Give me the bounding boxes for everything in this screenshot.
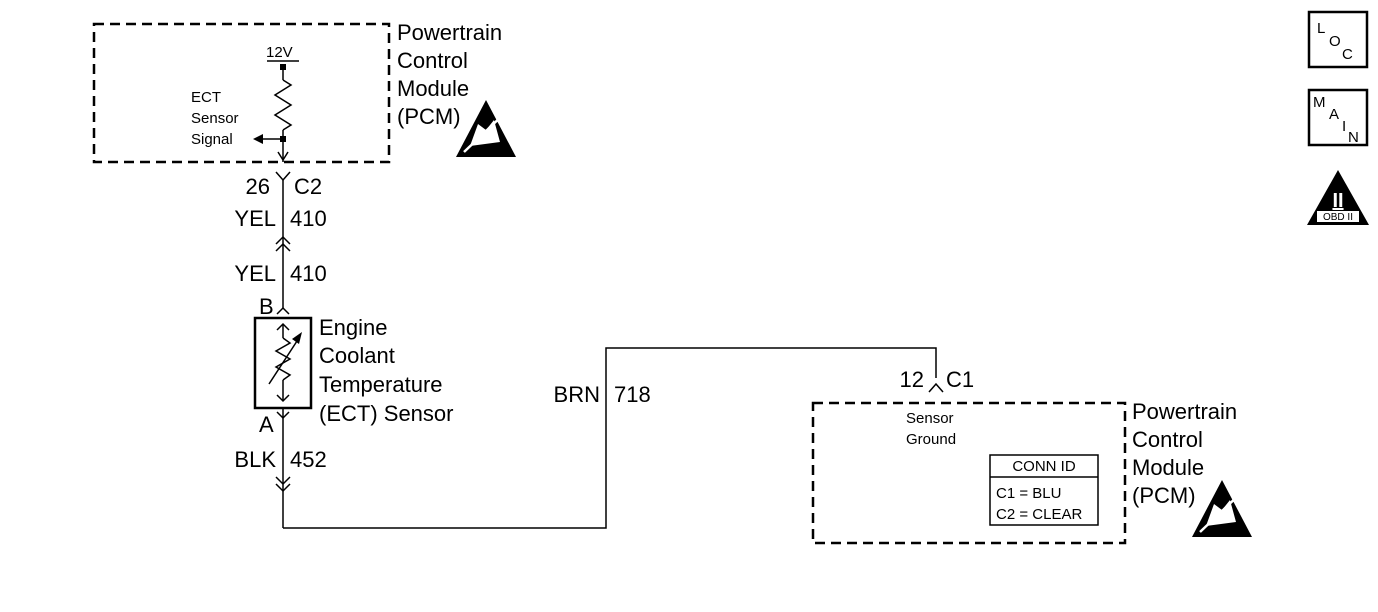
svg-text:Sensor: Sensor — [191, 110, 239, 127]
pcm-top-box — [92, 22, 391, 164]
wire-410-bottom-circuit: 410 — [290, 261, 327, 286]
pcm-bottom-box — [811, 401, 1127, 545]
wire-410-top-circuit: 410 — [290, 206, 327, 231]
pull-up-resistor-icon — [273, 79, 293, 131]
sensor-terminal-b: B — [259, 294, 274, 319]
wire-718 — [283, 347, 937, 529]
svg-text:Engine: Engine — [319, 315, 388, 340]
svg-text:Module: Module — [397, 76, 469, 101]
svg-text:(PCM): (PCM) — [397, 104, 461, 129]
connector-top-id: C2 — [294, 174, 322, 199]
pcm-top-label: Powertrain Control Module (PCM) — [397, 20, 502, 129]
connector-top-pin: 26 — [246, 174, 270, 199]
svg-text:O: O — [1329, 33, 1341, 50]
svg-text:L: L — [1317, 20, 1325, 37]
svg-text:I: I — [1342, 118, 1346, 135]
wire-452-color: BLK — [234, 447, 276, 472]
obd-ii-icon[interactable]: II OBD II — [1307, 170, 1369, 225]
signal-arrow-icon — [253, 134, 263, 144]
wire-718-color: BRN — [554, 382, 600, 407]
conn-id-table: CONN ID C1 = BLU C2 = CLEAR — [989, 454, 1099, 526]
svg-text:N: N — [1348, 129, 1359, 146]
svg-text:Module: Module — [1132, 455, 1204, 480]
svg-text:M: M — [1313, 94, 1326, 111]
svg-text:ECT: ECT — [191, 89, 221, 106]
wire-718-circuit: 718 — [614, 382, 651, 407]
svg-text:Sensor: Sensor — [906, 410, 954, 427]
svg-text:Control: Control — [397, 48, 468, 73]
svg-text:Powertrain: Powertrain — [397, 20, 502, 45]
sensor-terminal-a: A — [259, 412, 274, 437]
svg-text:Coolant: Coolant — [319, 343, 395, 368]
esd-warning-icon — [456, 100, 516, 157]
conn-id-title: CONN ID — [1012, 458, 1076, 475]
pcm-top-signal-label: ECT Sensor Signal — [191, 89, 239, 148]
svg-text:C: C — [1342, 46, 1353, 63]
svg-text:A: A — [1329, 106, 1339, 123]
wire-452-circuit: 452 — [290, 447, 327, 472]
wire-410-top-color: YEL — [234, 206, 276, 231]
connector-bottom-pin: 12 — [900, 367, 924, 392]
svg-text:(ECT) Sensor: (ECT) Sensor — [319, 401, 453, 426]
svg-text:Signal: Signal — [191, 131, 233, 148]
thermistor-icon — [268, 322, 302, 403]
pcm-top-voltage: 12V — [266, 44, 293, 61]
svg-text:(PCM): (PCM) — [1132, 483, 1196, 508]
main-icon[interactable]: M A I N — [1307, 88, 1369, 147]
connector-bottom-id: C1 — [946, 367, 974, 392]
sensor-label: Engine Coolant Temperature (ECT) Sensor — [319, 315, 453, 426]
conn-id-row: C1 = BLU — [996, 485, 1061, 502]
conn-id-row: C2 = CLEAR — [996, 506, 1082, 523]
inline-connector-icon — [275, 235, 291, 245]
connector-c2-icon — [275, 171, 291, 182]
svg-text:Powertrain: Powertrain — [1132, 399, 1237, 424]
pcm-bottom-ground-label: Sensor Ground — [906, 410, 956, 448]
connector-c1-icon — [928, 382, 944, 393]
wire-410-bottom-color: YEL — [234, 261, 276, 286]
svg-text:Temperature: Temperature — [319, 372, 443, 397]
svg-text:II: II — [1332, 190, 1343, 212]
svg-text:Control: Control — [1132, 427, 1203, 452]
svg-text:Ground: Ground — [906, 431, 956, 448]
inline-connector-bottom-icon — [275, 476, 291, 486]
svg-text:OBD II: OBD II — [1323, 212, 1353, 223]
pcm-bottom-label: Powertrain Control Module (PCM) — [1132, 399, 1237, 508]
loc-icon[interactable]: L O C — [1307, 10, 1369, 69]
esd-warning-icon — [1192, 480, 1252, 537]
